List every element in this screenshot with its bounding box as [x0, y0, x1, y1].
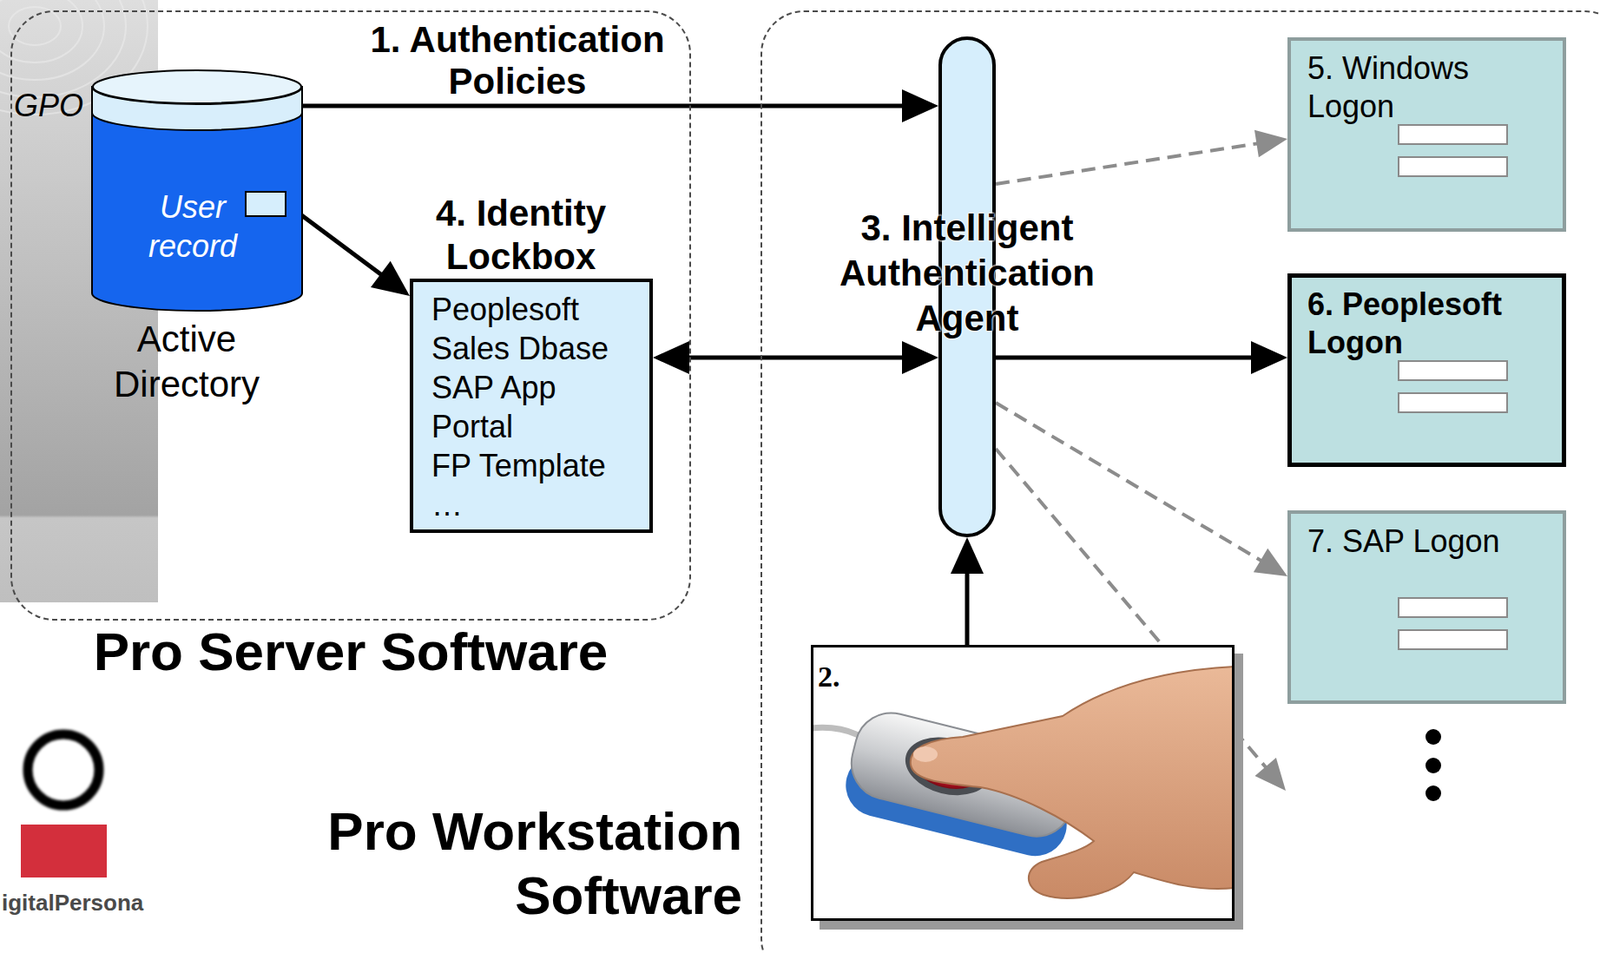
arrowhead: [1253, 548, 1288, 577]
logon-window: 5. Windows Logon: [1287, 37, 1567, 232]
arrowhead-more: [1255, 757, 1287, 791]
arrowhead: [370, 261, 410, 297]
dashed-connector: [995, 402, 1288, 577]
connector-line: [995, 143, 1258, 185]
logo-square: [20, 824, 107, 878]
connector-line: [995, 402, 1263, 562]
server-region: Pro Server SoftwareUser recordActive Dir…: [10, 10, 692, 621]
edge-label-holder: 1. Authentication Policies: [335, 19, 700, 103]
database-cylinder: User recordActive Directory: [92, 69, 303, 311]
connector-line: [995, 355, 1253, 361]
record-field: [244, 190, 287, 218]
list-item: Peoplesoft: [431, 289, 650, 330]
photo-ground: [810, 645, 1235, 922]
fingernail: [913, 746, 938, 763]
box-heading: 4. Identity Lockbox: [399, 191, 643, 279]
list-item: Portal: [431, 407, 650, 447]
edge-label: 1. Authentication Policies: [335, 19, 700, 103]
connector-line: [965, 572, 970, 646]
lockbox-box: 4. Identity LockboxPeoplesoftSales Dbase…: [409, 278, 653, 534]
input-field: [1397, 392, 1508, 414]
input-field: [1397, 629, 1508, 651]
hand: [910, 666, 1235, 899]
arrow-connector: [302, 89, 939, 123]
input-field: [1397, 597, 1508, 619]
cylinder-top: [92, 70, 302, 104]
record-label: User record: [131, 187, 254, 266]
arrowhead: [1251, 341, 1288, 375]
arrowhead: [902, 89, 939, 123]
region-title: Pro Server Software: [12, 619, 690, 685]
arrowhead: [1254, 130, 1288, 159]
logo-wordmark: igitalPersona: [1, 888, 144, 917]
list-item: …: [431, 485, 650, 525]
label-holder: GPO: [13, 86, 84, 126]
agent-pill: 3. Intelligent Authentication Agent: [938, 36, 996, 538]
logon-window: 7. SAP Logon: [1287, 510, 1567, 705]
list-item: Sales Dbase: [431, 329, 650, 369]
database-name: Active Directory: [81, 316, 292, 408]
store-label: GPO: [13, 86, 84, 126]
fingerprint-reader-photo: 2.: [810, 645, 1235, 922]
list-item: FP Template: [431, 446, 650, 486]
arrow-connector: [286, 204, 410, 297]
cylinder-body: [92, 86, 303, 311]
dashed-connector: [995, 130, 1288, 185]
arrowhead: [902, 341, 939, 375]
workstation-region: Pro Workstation Software3. Intelligent A…: [760, 10, 1600, 953]
list-item: SAP App: [431, 368, 650, 408]
input-field: [1397, 360, 1508, 382]
agent-label: 3. Intelligent Authentication Agent: [828, 205, 1107, 342]
region-title: Pro Workstation Software: [273, 799, 743, 929]
connector-line: [302, 104, 904, 109]
window-title: 7. SAP Logon: [1307, 522, 1525, 561]
label-holder: igitalPersona: [1, 888, 144, 917]
fingerprint-reader-illustration: [810, 666, 1235, 899]
arrow-connector: [950, 537, 984, 646]
window-title: 6. Peoplesoft Logon: [1307, 285, 1525, 363]
company-logo: [20, 734, 107, 878]
arrowhead: [950, 537, 984, 574]
connector-line: [687, 355, 904, 361]
input-field: [1397, 124, 1508, 145]
callout-number: 2.: [817, 659, 1232, 695]
arrowhead: [652, 341, 690, 375]
window-title: 5. Windows Logon: [1307, 49, 1525, 126]
arrow-connector: [652, 341, 939, 375]
logon-window: 6. Peoplesoft Logon: [1287, 273, 1567, 468]
arrow-connector: [995, 341, 1288, 375]
more-dots: [1425, 729, 1442, 802]
logo-ring: [27, 734, 99, 806]
input-field: [1397, 156, 1508, 178]
